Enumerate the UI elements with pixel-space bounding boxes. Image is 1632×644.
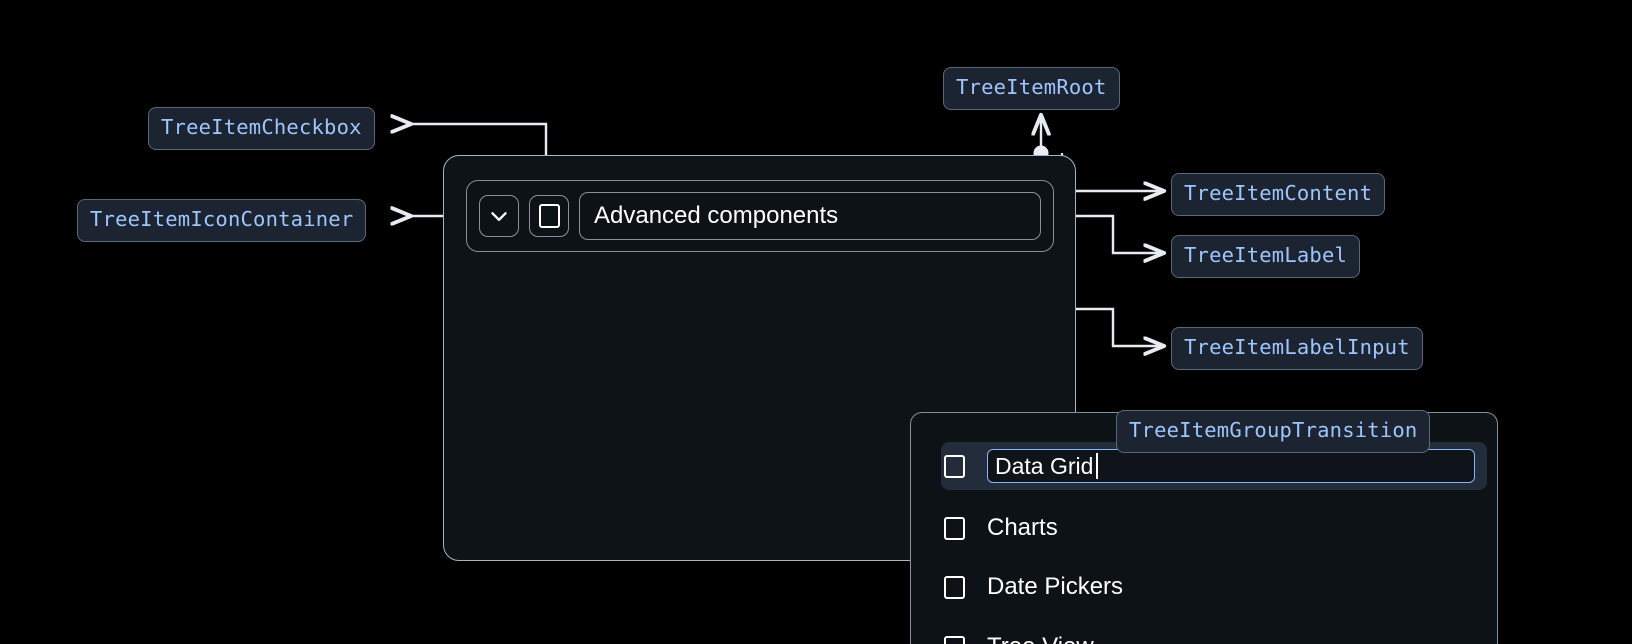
annotation-label: TreeItemCheckbox (161, 115, 362, 139)
tree-item-label-text: Advanced components (594, 202, 839, 229)
annotation-chip-tree-item-group-transition: TreeItemGroupTransition (1116, 410, 1431, 453)
tree-item-child-row[interactable]: Tree View (941, 624, 1487, 644)
tree-item-content[interactable]: Advanced components (466, 180, 1054, 252)
annotation-chip-tree-item-root: TreeItemRoot (943, 67, 1120, 110)
tree-item-label-input-value: Data Grid (995, 452, 1094, 479)
checkbox-unchecked-icon[interactable] (944, 516, 965, 540)
annotation-label: TreeItemGroupTransition (1129, 418, 1418, 442)
annotation-label: TreeItemContent (1184, 181, 1373, 205)
checkbox-unchecked-icon[interactable] (944, 635, 965, 644)
annotation-label: TreeItemRoot (956, 75, 1107, 99)
tree-item-icon-container[interactable] (479, 195, 519, 237)
annotation-chip-tree-item-icon-container: TreeItemIconContainer (77, 199, 367, 242)
tree-item-child-row[interactable]: Charts (941, 505, 1487, 551)
checkbox-unchecked-icon[interactable] (944, 575, 965, 599)
annotation-chip-tree-item-label: TreeItemLabel (1171, 235, 1361, 278)
chevron-down-icon (486, 203, 512, 229)
checkbox-unchecked-icon (538, 204, 560, 228)
annotation-label: TreeItemLabelInput (1184, 335, 1410, 359)
annotation-chip-tree-item-checkbox: TreeItemCheckbox (148, 107, 375, 150)
annotation-chip-tree-item-label-input: TreeItemLabelInput (1171, 327, 1423, 370)
annotation-label: TreeItemIconContainer (90, 207, 354, 231)
tree-item-label[interactable]: Advanced components (579, 192, 1041, 240)
tree-item-label-text: Tree View (987, 633, 1094, 644)
tree-item-checkbox[interactable] (529, 195, 569, 237)
checkbox-unchecked-icon[interactable] (944, 454, 965, 478)
text-caret (1096, 453, 1099, 479)
tree-item-label-text: Charts (987, 514, 1058, 541)
tree-item-label-text: Date Pickers (987, 573, 1124, 600)
annotation-label: TreeItemLabel (1184, 243, 1348, 267)
annotation-chip-tree-item-content: TreeItemContent (1171, 173, 1386, 216)
tree-item-root[interactable]: Advanced components Data Grid Charts Dat… (443, 155, 1498, 644)
tree-item-label-input[interactable]: Data Grid (987, 449, 1475, 483)
tree-item-child-row[interactable]: Date Pickers (941, 564, 1487, 610)
